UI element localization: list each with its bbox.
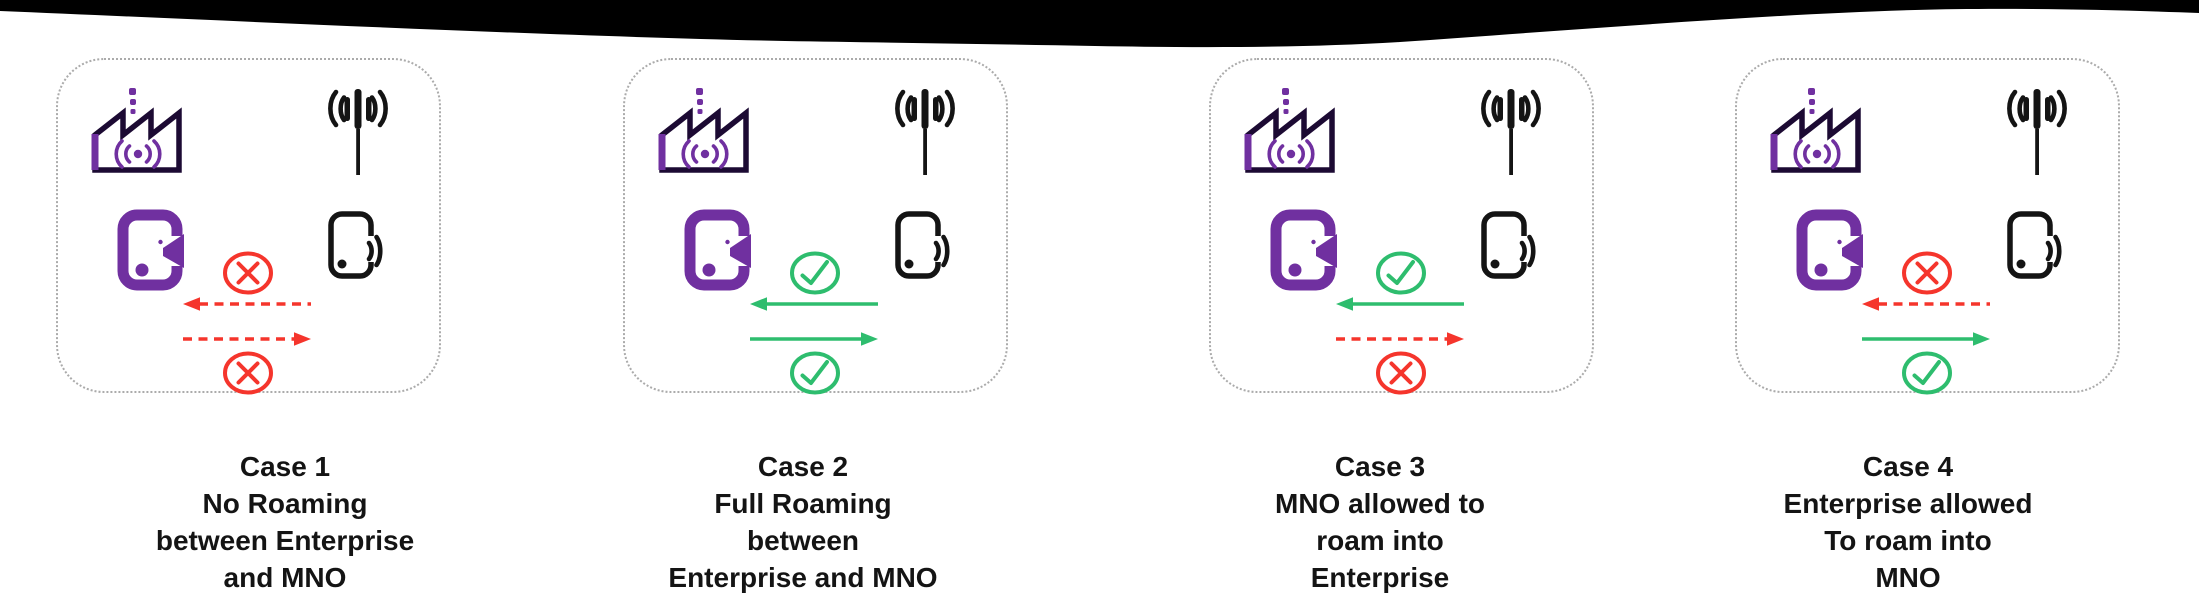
- cross-circle-icon: [221, 350, 275, 396]
- caption-line: between: [746, 525, 860, 556]
- caption-line: MNO: [1875, 562, 1941, 593]
- cell-tower-icon: [318, 87, 398, 177]
- caption-line: and MNO: [223, 562, 347, 593]
- case-3-scenario-box: [1209, 58, 1594, 393]
- mno-phone-icon: [1479, 210, 1539, 280]
- case-1-scenario-box: [56, 58, 441, 393]
- factory-wireless-icon: [653, 88, 759, 174]
- caption-line: MNO allowed to: [1275, 488, 1485, 519]
- check-circle-icon: [788, 250, 842, 296]
- caption-line: No Roaming: [202, 488, 368, 519]
- cell-tower-icon: [1997, 87, 2077, 177]
- caption-line: Case 4: [1862, 451, 1954, 482]
- case-2-caption: Case 2 Full Roaming between Enterprise a…: [633, 448, 973, 596]
- cell-tower-icon: [885, 87, 965, 177]
- enterprise-to-mno-direction: [1335, 331, 1465, 396]
- check-circle-icon: [1374, 250, 1428, 296]
- cell-tower-icon: [1471, 87, 1551, 177]
- mno-to-enterprise-direction: [1335, 250, 1465, 312]
- top-banner-swoosh: [0, 0, 2199, 48]
- cross-circle-icon: [1900, 250, 1954, 296]
- mno-to-enterprise-direction: [1861, 250, 1991, 312]
- right-arrow-icon: [1861, 331, 1991, 347]
- left-arrow-icon: [1335, 296, 1465, 312]
- check-circle-icon: [788, 350, 842, 396]
- left-arrow-icon: [1861, 296, 1991, 312]
- case-2-scenario-box: [623, 58, 1008, 393]
- caption-line: Case 2: [757, 451, 849, 482]
- enterprise-to-mno-direction: [749, 331, 879, 396]
- case-3-caption: Case 3 MNO allowed to roam into Enterpri…: [1210, 448, 1550, 596]
- caption-line: Enterprise and MNO: [668, 562, 938, 593]
- left-arrow-icon: [182, 296, 312, 312]
- caption-line: Case 3: [1334, 451, 1426, 482]
- cross-circle-icon: [1374, 350, 1428, 396]
- mno-phone-icon: [2005, 210, 2065, 280]
- case-4-caption: Case 4 Enterprise allowed To roam into M…: [1738, 448, 2078, 596]
- caption-line: Full Roaming: [714, 488, 892, 519]
- case-1-caption: Case 1 No Roaming between Enterprise and…: [115, 448, 455, 596]
- case-4-scenario-box: [1735, 58, 2120, 393]
- caption-line: Case 1: [239, 451, 331, 482]
- factory-wireless-icon: [1239, 88, 1345, 174]
- cross-circle-icon: [221, 250, 275, 296]
- left-arrow-icon: [749, 296, 879, 312]
- mno-to-enterprise-direction: [749, 250, 879, 312]
- caption-line: Enterprise allowed: [1783, 488, 2033, 519]
- enterprise-to-mno-direction: [182, 331, 312, 396]
- mno-to-enterprise-direction: [182, 250, 312, 312]
- right-arrow-icon: [749, 331, 879, 347]
- mno-phone-icon: [893, 210, 953, 280]
- enterprise-to-mno-direction: [1861, 331, 1991, 396]
- right-arrow-icon: [1335, 331, 1465, 347]
- mno-phone-icon: [326, 210, 386, 280]
- caption-line: Enterprise: [1310, 562, 1450, 593]
- check-circle-icon: [1900, 350, 1954, 396]
- right-arrow-icon: [182, 331, 312, 347]
- caption-line: To roam into: [1824, 525, 1992, 556]
- factory-wireless-icon: [1765, 88, 1871, 174]
- caption-line: roam into: [1316, 525, 1444, 556]
- caption-line: between Enterprise: [155, 525, 415, 556]
- factory-wireless-icon: [86, 88, 192, 174]
